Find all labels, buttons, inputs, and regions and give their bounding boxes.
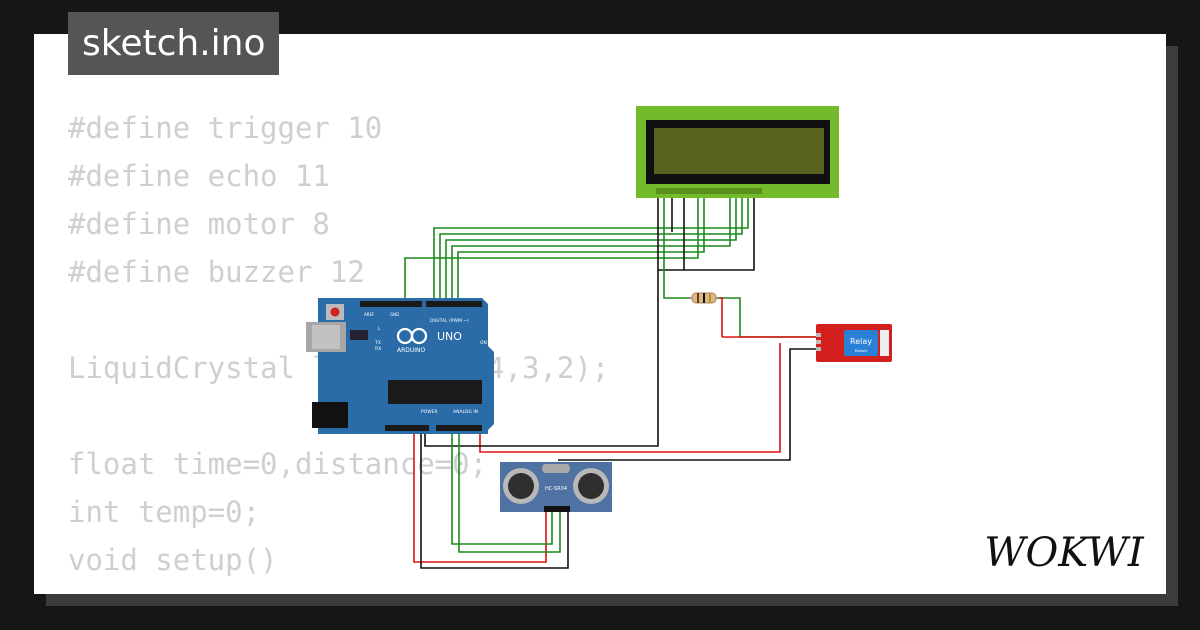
wire-sensor-gnd [420, 432, 569, 569]
wire-lcd-d4 [451, 195, 731, 302]
code-line: #define echo 11 [68, 159, 330, 193]
ultrasonic-sensor[interactable]: HC-SR04 [500, 462, 612, 512]
wire-lcd-d5 [445, 195, 737, 302]
analog-label: ANALOG IN [453, 409, 478, 415]
wokwi-logo: WOKWI [984, 530, 1144, 576]
code-line: #define trigger 10 [68, 111, 383, 145]
wire-relay-in [663, 195, 690, 299]
reset-button[interactable] [330, 307, 340, 317]
wire-lcd-d7 [433, 195, 749, 302]
l-label: L [378, 326, 381, 332]
on-label: ON [480, 340, 487, 346]
wire-sensor-vcc [413, 432, 547, 563]
wire-relay-in-b [718, 297, 818, 338]
lcd-display[interactable] [636, 106, 839, 198]
aref-label: AREF [364, 312, 375, 317]
wire-lcd-e [457, 195, 705, 302]
wire-relay-gnd [479, 343, 781, 453]
wire-arduino-gnd [424, 270, 659, 447]
code-line: float time=0,distance=0; [68, 447, 488, 481]
sketch-title: sketch.ino [68, 12, 280, 75]
wire-lcd-gnd-a [657, 195, 755, 271]
power-label: POWER [421, 409, 438, 415]
relay-sublabel: Module [855, 349, 868, 353]
sensor-label: HC-SR04 [545, 486, 567, 492]
wire-lcd-rs [404, 195, 699, 302]
wire-relay-gnd-2 [558, 348, 820, 461]
arduino-model: UNO [437, 330, 462, 343]
lcd-pin-row [656, 188, 762, 194]
gnd-label: GND [390, 312, 399, 317]
code-line: #define buzzer 12 [68, 255, 365, 289]
arduino-uno[interactable]: UNO ARDUINO DIGITAL (PWM ~) ANALOG IN PO… [306, 298, 494, 434]
code-line: #define motor 8 [68, 207, 330, 241]
arduino-brand: ARDUINO [397, 347, 426, 354]
rx-label: RX [375, 346, 381, 352]
code-line: void setup() [68, 543, 278, 577]
code-line: int temp=0; [68, 495, 261, 529]
wire-resistor-red [718, 297, 723, 337]
tx-label: TX [374, 340, 381, 346]
code-line: { [68, 584, 609, 594]
brand-text: WOKWI [984, 530, 1144, 576]
wire-sensor-trig [451, 432, 553, 545]
digital-label: DIGITAL (PWM ~) [430, 318, 469, 324]
wires [404, 195, 820, 569]
wire-sensor-echo [458, 432, 561, 553]
resistor[interactable] [688, 292, 720, 304]
wire-lcd-d6 [439, 195, 743, 302]
relay-label: Relay [850, 337, 872, 346]
relay-module[interactable]: Relay Module [816, 324, 892, 362]
